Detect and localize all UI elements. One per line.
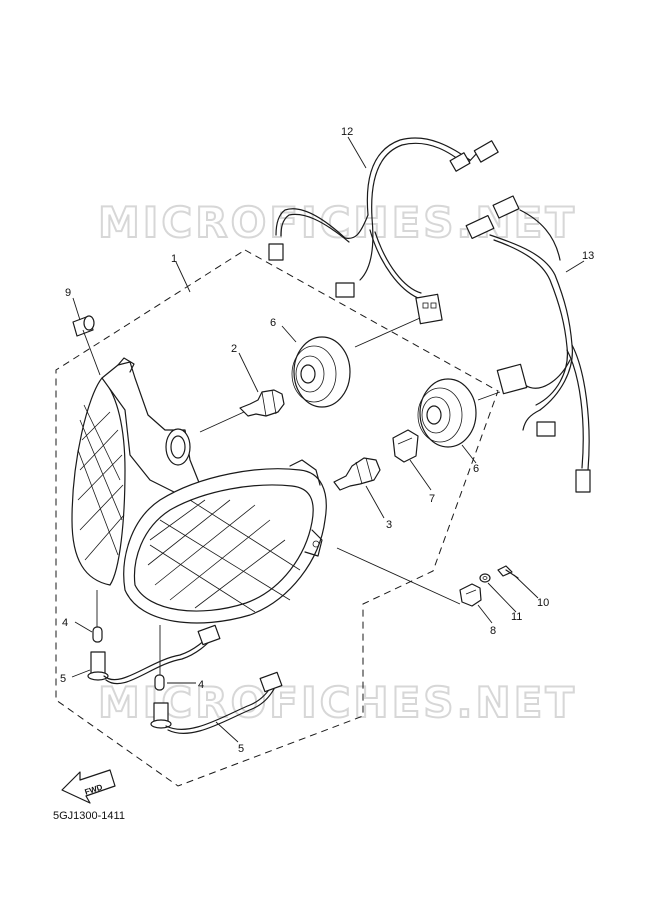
- callout-1: 1: [171, 253, 177, 265]
- assembly-boundary: [55, 249, 499, 787]
- callout-4a: 4: [62, 617, 68, 629]
- callout-8: 8: [490, 625, 496, 637]
- diagram-code: 5GJ1300-1411: [53, 810, 125, 822]
- bracket-8: [336, 547, 482, 607]
- forward-arrow-icon: FWD: [61, 769, 116, 804]
- callout-leaders: [71, 136, 585, 743]
- wire-harness-12: [268, 137, 499, 325]
- callout-5a: 5: [60, 673, 66, 685]
- bulb-3: [333, 457, 381, 491]
- callout-13: 13: [582, 250, 594, 262]
- callout-10: 10: [537, 597, 549, 609]
- callout-11: 11: [511, 611, 522, 623]
- callout-4b: 4: [198, 679, 204, 691]
- callout-3: 3: [386, 519, 392, 531]
- socket-7: [392, 429, 419, 463]
- washer-11: [479, 573, 491, 583]
- socket-cord-5-upper: [87, 624, 221, 685]
- callout-12: 12: [341, 126, 353, 138]
- callout-9: 9: [65, 287, 71, 299]
- cover-6-upper: [291, 317, 421, 408]
- callout-5b: 5: [238, 743, 244, 755]
- bulb-4-lower: [154, 625, 165, 691]
- callout-6b: 6: [473, 463, 479, 475]
- callout-6a: 6: [270, 317, 276, 329]
- cover-6-lower: [417, 378, 501, 448]
- callout-2: 2: [231, 343, 237, 355]
- bulb-4-upper: [92, 590, 103, 643]
- headlight-assembly: [71, 357, 327, 624]
- grommet-9: [72, 315, 101, 376]
- watermark-bottom: MICROFICHES.NET: [98, 678, 577, 727]
- wire-harness-13: [465, 195, 591, 493]
- callout-7: 7: [429, 493, 435, 505]
- socket-cord-5-lower: [150, 671, 283, 734]
- bulb-2: [199, 389, 285, 433]
